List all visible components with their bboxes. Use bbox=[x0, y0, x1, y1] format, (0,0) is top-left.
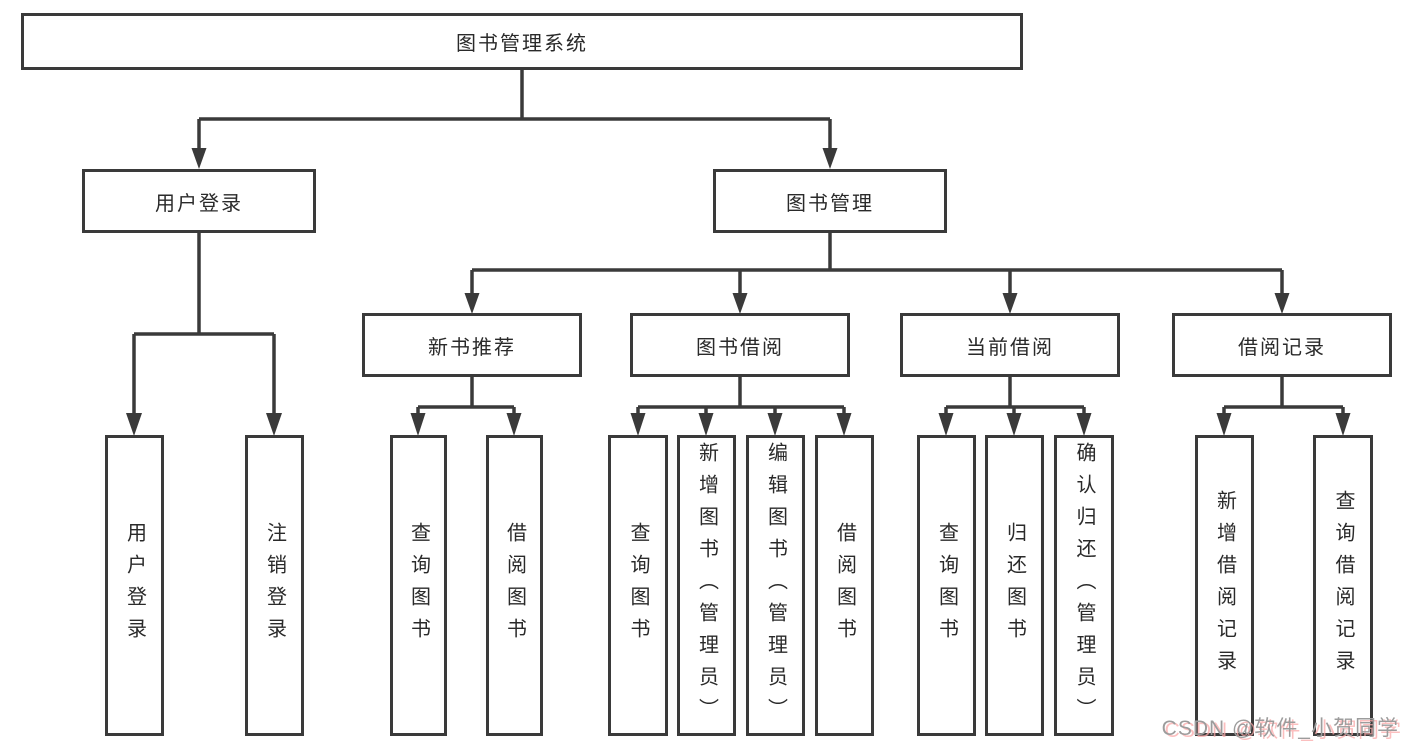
node-query-books-borrowing: 查询图书 bbox=[608, 435, 668, 736]
node-return-books: 归还图书 bbox=[985, 435, 1044, 736]
node-query-books-recommend: 查询图书 bbox=[390, 435, 447, 736]
node-user-login-action: 用户登录 bbox=[105, 435, 164, 736]
node-borrow-books-borrowing: 借阅图书 bbox=[815, 435, 874, 736]
node-user-login-label: 用户登录 bbox=[155, 192, 243, 215]
node-confirm-return-admin: 确认归还（管理员） bbox=[1054, 435, 1114, 736]
node-user-login: 用户登录 bbox=[82, 169, 316, 233]
node-query-books-current: 查询图书 bbox=[917, 435, 976, 736]
node-book-borrowing-label: 图书借阅 bbox=[696, 336, 784, 359]
node-current-borrowing-label: 当前借阅 bbox=[966, 336, 1054, 359]
node-logout-action: 注销登录 bbox=[245, 435, 304, 736]
node-edit-books-admin: 编辑图书（管理员） bbox=[746, 435, 805, 736]
node-add-books-admin: 新增图书（管理员） bbox=[677, 435, 736, 736]
node-book-borrowing: 图书借阅 bbox=[630, 313, 850, 377]
csdn-watermark: CSDN @软件_小贺同学 bbox=[1161, 717, 1399, 740]
node-borrowing-records: 借阅记录 bbox=[1172, 313, 1392, 377]
node-borrowing-records-label: 借阅记录 bbox=[1238, 336, 1326, 359]
node-add-borrow-record: 新增借阅记录 bbox=[1195, 435, 1254, 736]
node-root: 图书管理系统 bbox=[21, 13, 1023, 70]
node-book-management: 图书管理 bbox=[713, 169, 947, 233]
node-book-management-label: 图书管理 bbox=[786, 192, 874, 215]
node-root-label: 图书管理系统 bbox=[456, 33, 588, 55]
node-borrow-books-recommend: 借阅图书 bbox=[486, 435, 543, 736]
node-new-book-recommendation-label: 新书推荐 bbox=[428, 336, 516, 359]
node-new-book-recommendation: 新书推荐 bbox=[362, 313, 582, 377]
node-current-borrowing: 当前借阅 bbox=[900, 313, 1120, 377]
node-query-borrow-record: 查询借阅记录 bbox=[1313, 435, 1373, 736]
